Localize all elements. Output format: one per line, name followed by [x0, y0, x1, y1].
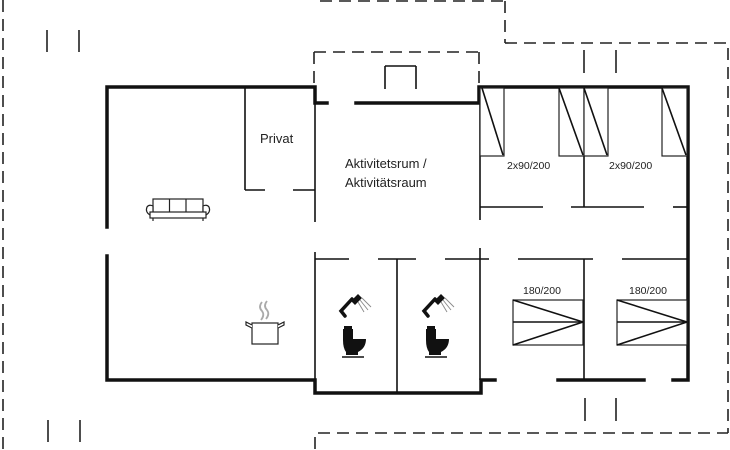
pot-handle-left [245, 321, 253, 329]
bed-single [583, 87, 609, 157]
bed-double [512, 299, 584, 346]
bed-double [616, 299, 688, 346]
bed-single [558, 87, 585, 157]
toilet-icon [425, 326, 449, 358]
room-label-activity-line1: Aktivitetsrum / [345, 156, 427, 171]
post-markers [46, 30, 617, 442]
double-beds [512, 299, 688, 346]
toilet-lid [344, 326, 352, 329]
bed-label-bedroom-4: 180/200 [629, 285, 667, 297]
bed-diagonal [512, 299, 584, 323]
sofa-icon [145, 198, 211, 221]
bed-diagonal [661, 87, 687, 156]
shower-arm [338, 297, 354, 318]
single-beds [479, 87, 688, 157]
bed-diagonal [558, 87, 584, 156]
toilet-icon [342, 326, 366, 358]
toilet-lid [427, 326, 435, 329]
room-label-activity-line2: Aktivitätsraum [345, 175, 427, 190]
steam [264, 300, 270, 320]
bed-single [479, 87, 505, 157]
room-label-privat: Privat [260, 131, 294, 146]
bed-label-bedroom-3: 180/200 [523, 285, 561, 297]
steam [259, 301, 265, 321]
wall-left-lower [105, 254, 497, 395]
bed-diagonal [616, 321, 688, 346]
bed-diagonal [512, 321, 584, 346]
shower-head [351, 294, 362, 305]
toilet-bowl [343, 329, 366, 355]
shower-spray [357, 297, 372, 313]
shower-icon [421, 294, 455, 318]
sofa-seat [149, 211, 207, 219]
pot-handle-right [277, 321, 285, 329]
bathroom-1-icons [338, 294, 372, 358]
shower-arm [421, 297, 437, 318]
wall-left-upper [105, 85, 329, 229]
shower-spray [440, 297, 455, 313]
shower-head [434, 294, 445, 305]
bed-diagonal [481, 87, 504, 156]
toilet-bowl [426, 329, 449, 355]
shower-icon [338, 294, 372, 318]
bathroom-2-icons [421, 294, 455, 358]
bed-diagonal [583, 87, 608, 156]
pot-body [251, 322, 279, 345]
bed-single [661, 87, 688, 157]
cooking-pot-icon [245, 300, 285, 345]
wall-right [354, 85, 690, 382]
bed-label-bedroom-2: 2x90/200 [609, 160, 652, 172]
exterior-walls [105, 65, 690, 395]
bed-label-bedroom-1: 2x90/200 [507, 160, 550, 172]
bed-diagonal [616, 299, 688, 323]
interior-walls [244, 88, 688, 393]
